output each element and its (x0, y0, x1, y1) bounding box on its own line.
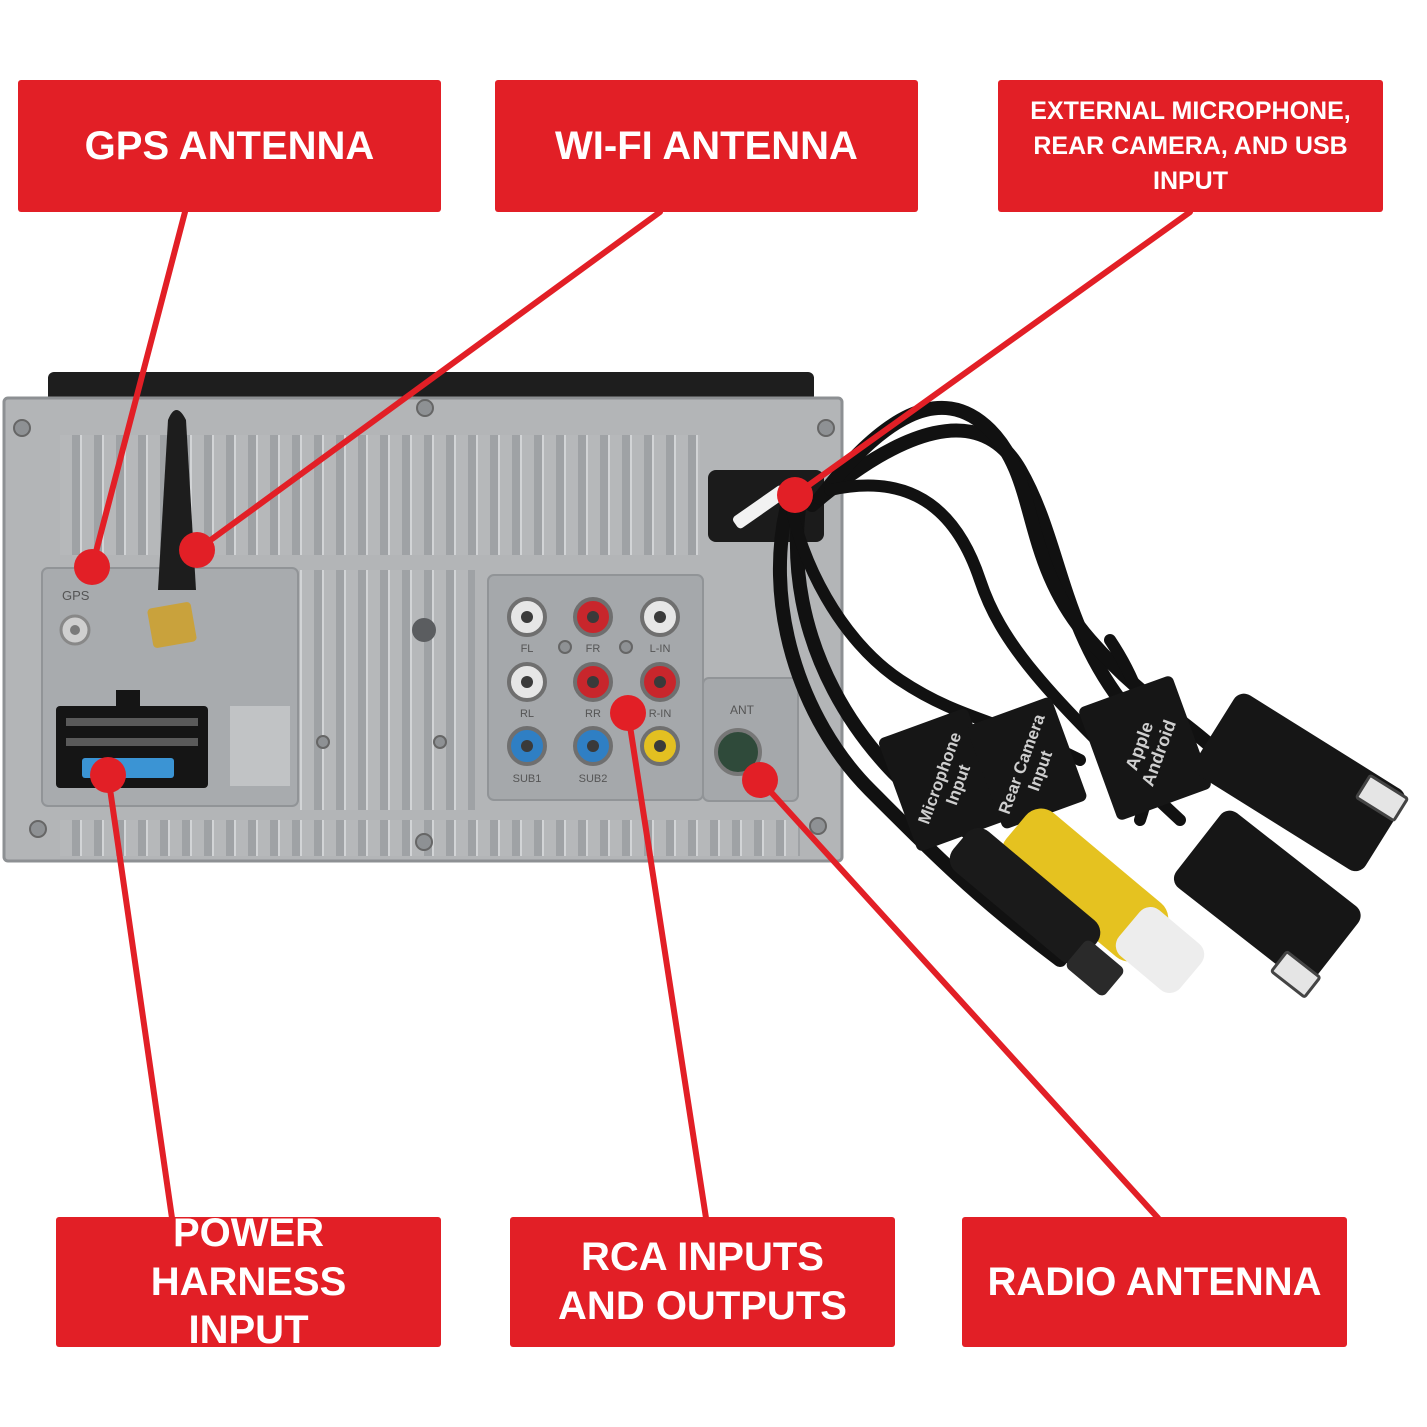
camera-rca-plug[interactable] (994, 800, 1210, 998)
screw-icon (416, 399, 434, 417)
rca-label-rin: R-IN (649, 708, 672, 720)
leader-wifi (194, 209, 663, 553)
leader-dot (777, 477, 813, 513)
rca-label-fr: FR (586, 643, 601, 655)
callout-leader-dots (74, 477, 813, 798)
rca-label-sub2: SUB2 (579, 773, 608, 785)
wifi-antenna-base (147, 602, 197, 648)
screw-icon (817, 419, 835, 437)
screw-icon (29, 820, 47, 838)
leader-dot (74, 549, 110, 585)
rca-jacks[interactable] (507, 597, 680, 766)
radio-antenna-connector[interactable] (714, 728, 762, 776)
callout-radio-antenna: RADIO ANTENNA (962, 1217, 1347, 1347)
screw-icon (13, 419, 31, 437)
rca-label-rr: RR (585, 708, 601, 720)
usb-connector-1[interactable] (1190, 689, 1410, 876)
ant-port-label: ANT (730, 703, 755, 717)
chassis-ribs-middle (300, 570, 475, 810)
screw-icon (433, 735, 447, 749)
rca-label-fl: FL (521, 643, 534, 655)
mount-hole (412, 618, 436, 642)
usb-connector-2[interactable] (1169, 806, 1365, 998)
screw-icon (558, 640, 572, 654)
callout-external-mic-camera-usb: EXTERNAL MICROPHONE, REAR CAMERA, AND US… (998, 80, 1383, 212)
callout-rca-inputs-outputs: RCA INPUTS AND OUTPUTS (510, 1217, 895, 1347)
callout-gps-antenna: GPS ANTENNA (18, 80, 441, 212)
leader-power (105, 772, 175, 1221)
chassis-screws (13, 399, 835, 851)
leader-external (792, 209, 1193, 498)
leader-dot (610, 695, 646, 731)
microphone-jack-plug[interactable] (943, 821, 1126, 997)
callout-power-harness: POWER HARNESS INPUT (56, 1211, 441, 1352)
rca-label-rl: RL (520, 708, 534, 720)
rca-label-sub1: SUB1 (513, 773, 542, 785)
gps-port-label: GPS (62, 588, 90, 603)
cable-tag-camera: Rear CameraInput (967, 697, 1087, 829)
leader-dot (179, 532, 215, 568)
unit-top-housing (48, 372, 814, 402)
leader-gps (89, 209, 188, 570)
cable-tag-usb: AppleAndroid (1079, 676, 1211, 820)
leader-rca (625, 710, 709, 1221)
screw-icon (415, 833, 433, 851)
chassis-ribs-top (60, 435, 700, 555)
screw-icon (809, 817, 827, 835)
leader-dot (90, 757, 126, 793)
callout-wifi-antenna: WI-FI ANTENNA (495, 80, 918, 212)
screw-icon (316, 735, 330, 749)
leader-radio (757, 777, 1161, 1221)
zip-tie (732, 485, 788, 529)
rca-label-lin: L-IN (650, 643, 671, 655)
callout-leader-lines (89, 209, 1193, 1221)
leader-dot (742, 762, 778, 798)
harness-label-sticker (230, 706, 290, 786)
screw-icon (619, 640, 633, 654)
